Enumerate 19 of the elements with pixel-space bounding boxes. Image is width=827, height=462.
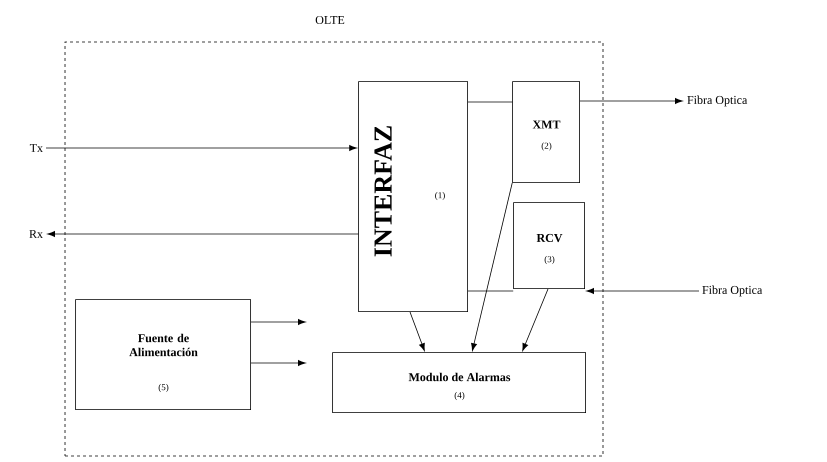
arrow [46,145,357,151]
arrow [250,319,306,325]
block-box: INTERFAZ (1) [358,81,468,312]
arrow [522,288,548,351]
signal-label: Rx [29,230,43,238]
arrow [580,98,683,104]
arrow [586,288,700,294]
signal-label: Fibra Optica [702,286,762,296]
arrow [47,231,359,237]
signal-label: Fibra Optica [687,96,748,106]
arrow [471,182,513,351]
block-box: RCV (3) [513,202,585,289]
block-box: XMT (2) [512,81,580,183]
block-box: Fuente de Alimentación (5) [75,299,252,410]
arrow [250,360,306,366]
signal-label: Tx [30,144,43,152]
block-box: Modulo de Alarmas (4) [332,352,586,413]
node-label: OLTE [316,16,344,24]
arrow [410,312,425,351]
